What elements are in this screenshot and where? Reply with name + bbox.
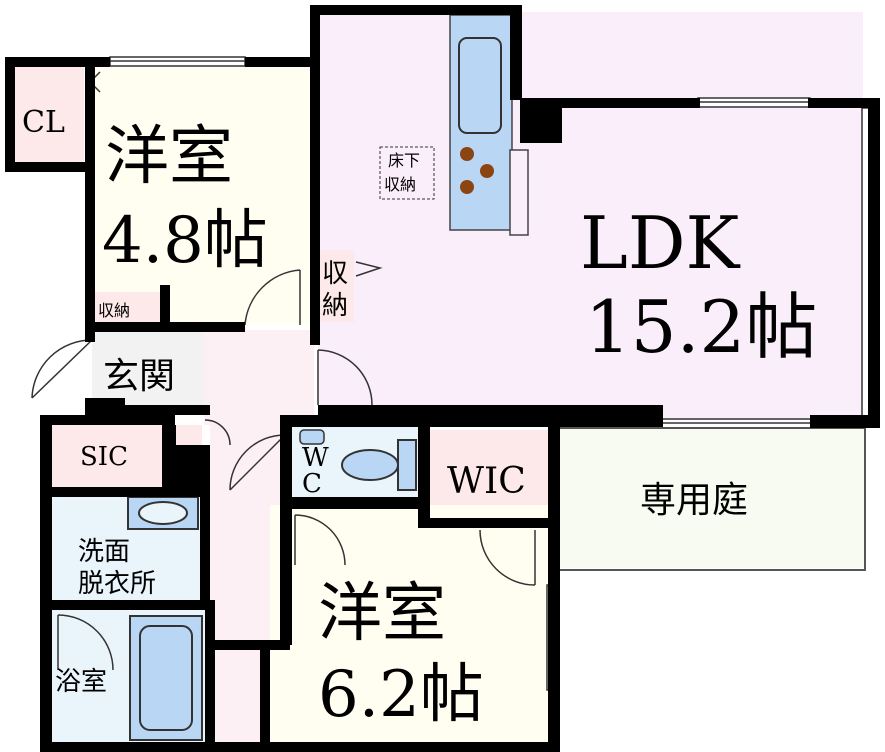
ldk-name: LDK [580, 201, 741, 285]
stove-burner-icon [480, 164, 494, 178]
paper-holder-icon [299, 429, 325, 445]
entrance-label: 玄関 [103, 356, 175, 397]
western-room-1-fill [92, 66, 310, 324]
ldk-fill [318, 12, 863, 420]
washbasin-bowl [138, 501, 188, 525]
washroom-label-line1: 洗面 [78, 537, 130, 567]
stove-burner-icon [460, 180, 474, 194]
sic-label: SIC [80, 442, 128, 472]
kitchen-back-counter [509, 149, 529, 236]
closet-label: CL [22, 105, 65, 140]
storage-1-fill [92, 292, 170, 324]
door-swings [31, 71, 536, 671]
closet-fill [12, 66, 84, 166]
western-room-1-size: 4.8帖 [102, 204, 268, 278]
toilet-label-line1: W [302, 443, 329, 473]
corridor-lower-fill [210, 650, 264, 742]
western-room-2-name: 洋室 [318, 577, 446, 651]
storage-2-fill [318, 250, 354, 322]
bathroom-label: 浴室 [55, 667, 107, 697]
storage-label: 収納 [98, 301, 130, 320]
garden-boundary [560, 427, 866, 571]
underfloor-storage-label-line2: 収納 [384, 175, 416, 194]
washroom-label-line2: 脱衣所 [78, 569, 156, 599]
small-closet-fill [172, 425, 202, 447]
underfloor-storage-label-line1: 床下 [388, 151, 420, 170]
sic-fill [50, 425, 165, 487]
stove-burner-icon [460, 147, 474, 161]
entrance-fill [92, 330, 204, 408]
toilet-label-line2: C [302, 469, 322, 499]
western-room-2-fill [270, 505, 550, 745]
western-room-1-name: 洋室 [105, 120, 233, 194]
wic-label: WIC [447, 461, 526, 502]
ldk-size: 15.2帖 [585, 285, 817, 369]
walls [5, 5, 880, 752]
western-room-2-size: 6.2帖 [318, 658, 484, 732]
underfloor-storage-box [379, 146, 435, 200]
toilet-tank-icon [397, 439, 417, 491]
hallway-fill [204, 330, 314, 425]
bathtub-inner [139, 625, 193, 731]
garden-fill [560, 428, 865, 568]
toilet-bowl-icon [341, 449, 399, 481]
storage-2-label-line1: 収 [322, 259, 348, 289]
storage-2-label-line2: 納 [322, 291, 348, 321]
sink-icon [458, 37, 502, 134]
private-garden-label: 専用庭 [640, 480, 748, 521]
